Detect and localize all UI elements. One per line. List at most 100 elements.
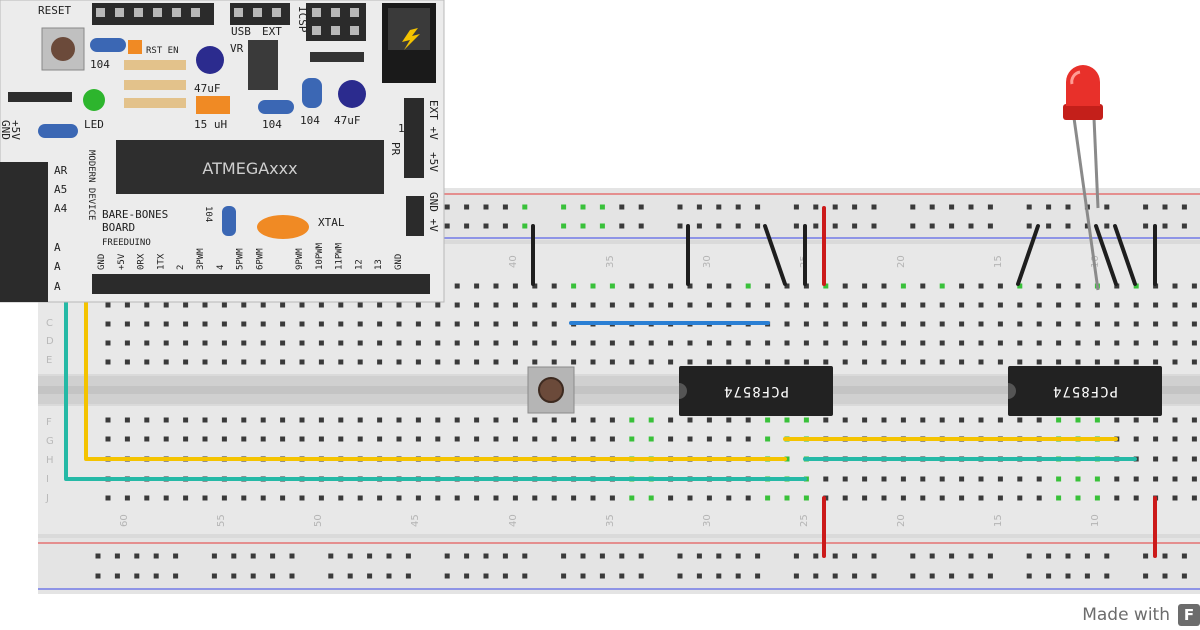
breadboard-hole bbox=[105, 436, 111, 442]
breadboard-hole bbox=[1114, 321, 1120, 327]
breadboard-hole bbox=[415, 495, 421, 501]
pr-label: PR bbox=[389, 142, 402, 156]
rail-hole bbox=[1065, 573, 1071, 579]
led-dome bbox=[1066, 65, 1100, 106]
black-jumper[interactable] bbox=[1113, 224, 1137, 286]
breadboard-hole bbox=[493, 359, 499, 365]
rail-hole bbox=[813, 204, 819, 210]
ic-body bbox=[1008, 366, 1162, 416]
rail-hole bbox=[735, 223, 741, 229]
breadboard-hole bbox=[454, 283, 460, 289]
breadboard-hole bbox=[862, 417, 868, 423]
breadboard-hole bbox=[571, 436, 577, 442]
breadboard-hole bbox=[920, 495, 926, 501]
black-jumper[interactable] bbox=[1016, 224, 1040, 286]
modern-device-label: MODERN DEVICE bbox=[86, 150, 96, 220]
black-jumper[interactable] bbox=[1094, 224, 1118, 286]
breadboard-hole bbox=[1114, 359, 1120, 365]
rail-hole bbox=[1104, 223, 1110, 229]
breadboard-hole bbox=[784, 321, 790, 327]
breadboard-hole bbox=[357, 436, 363, 442]
breadboard-hole bbox=[959, 495, 965, 501]
black-jumper[interactable] bbox=[763, 224, 787, 286]
breadboard-hole bbox=[668, 359, 674, 365]
breadboard-hole bbox=[202, 495, 208, 501]
breadboard-hole bbox=[745, 302, 751, 308]
col-number: 20 bbox=[896, 255, 907, 268]
ic-notch bbox=[679, 383, 687, 399]
center-groove bbox=[38, 386, 1200, 394]
rail-hole bbox=[755, 223, 761, 229]
breadboard-hole bbox=[241, 340, 247, 346]
rail-hole bbox=[580, 223, 586, 229]
rail-hole bbox=[910, 573, 916, 579]
push-button[interactable] bbox=[527, 366, 575, 414]
breadboard-hole bbox=[571, 359, 577, 365]
breadboard-hole bbox=[1133, 436, 1139, 442]
breadboard-hole bbox=[629, 495, 635, 501]
rail-hole bbox=[987, 573, 993, 579]
analog-pin-label: A bbox=[54, 241, 61, 254]
rail-hole bbox=[153, 573, 159, 579]
breadboard-hole bbox=[1017, 321, 1023, 327]
breadboard-hole bbox=[842, 359, 848, 365]
rst-en-jumper bbox=[128, 40, 142, 54]
breadboard-hole bbox=[124, 417, 130, 423]
chip-label: ATMEGAxxx bbox=[202, 159, 297, 178]
breadboard-hole bbox=[105, 321, 111, 327]
rail-hole bbox=[444, 204, 450, 210]
rail-hole bbox=[386, 553, 392, 559]
rail-hole bbox=[328, 573, 334, 579]
breadboard-hole bbox=[959, 283, 965, 289]
rail-hole bbox=[250, 553, 256, 559]
ic-pcf8574-left[interactable]: PCF8574 bbox=[679, 366, 833, 416]
breadboard-hole bbox=[706, 340, 712, 346]
breadboard-hole bbox=[551, 436, 557, 442]
plus5v-label: +5V bbox=[9, 120, 22, 140]
row-letter: H bbox=[46, 455, 54, 466]
rail-hole bbox=[871, 573, 877, 579]
ceramic-cap bbox=[258, 100, 294, 114]
breadboard-hole bbox=[202, 359, 208, 365]
breadboard-hole bbox=[163, 302, 169, 308]
rail-hole bbox=[134, 553, 140, 559]
breadboard-hole bbox=[706, 495, 712, 501]
breadboard-hole bbox=[318, 302, 324, 308]
red-led[interactable] bbox=[1063, 65, 1103, 291]
cap-label: 47uF bbox=[194, 82, 221, 95]
breadboard-hole bbox=[687, 436, 693, 442]
ic-pcf8574-right[interactable]: PCF8574 bbox=[1008, 366, 1162, 416]
rail-hole bbox=[716, 553, 722, 559]
breadboard-hole bbox=[668, 283, 674, 289]
fritzing-footer: Made with F bbox=[1082, 602, 1200, 628]
rail-hole bbox=[464, 553, 470, 559]
rail-hole bbox=[716, 204, 722, 210]
breadboard-hole bbox=[1153, 359, 1159, 365]
rail-hole bbox=[405, 553, 411, 559]
breadboard-hole bbox=[221, 340, 227, 346]
breadboard-hole bbox=[474, 436, 480, 442]
rail-hole bbox=[968, 573, 974, 579]
breadboard-hole bbox=[668, 436, 674, 442]
col-number: 40 bbox=[508, 255, 519, 268]
bottom-pin-label: 6PWM bbox=[255, 248, 265, 270]
breadboard-hole bbox=[454, 359, 460, 365]
breadboard-hole bbox=[1056, 321, 1062, 327]
breadboard-hole bbox=[415, 436, 421, 442]
breadboard-hole bbox=[629, 302, 635, 308]
rail-hole bbox=[522, 204, 528, 210]
breadboard-hole bbox=[1114, 302, 1120, 308]
breadboard-hole bbox=[532, 417, 538, 423]
breadboard-hole bbox=[1172, 436, 1178, 442]
breadboard-hole bbox=[687, 359, 693, 365]
breadboard-hole bbox=[183, 417, 189, 423]
breadboard-hole bbox=[1153, 436, 1159, 442]
breadboard-hole bbox=[454, 495, 460, 501]
rail-hole bbox=[929, 204, 935, 210]
col-number: 45 bbox=[410, 514, 421, 527]
led-leg-long bbox=[1072, 117, 1100, 291]
rail-hole bbox=[871, 553, 877, 559]
bottom-pin-label: +5V bbox=[117, 253, 127, 270]
breadboard-hole bbox=[609, 436, 615, 442]
breadboard-hole bbox=[1094, 302, 1100, 308]
